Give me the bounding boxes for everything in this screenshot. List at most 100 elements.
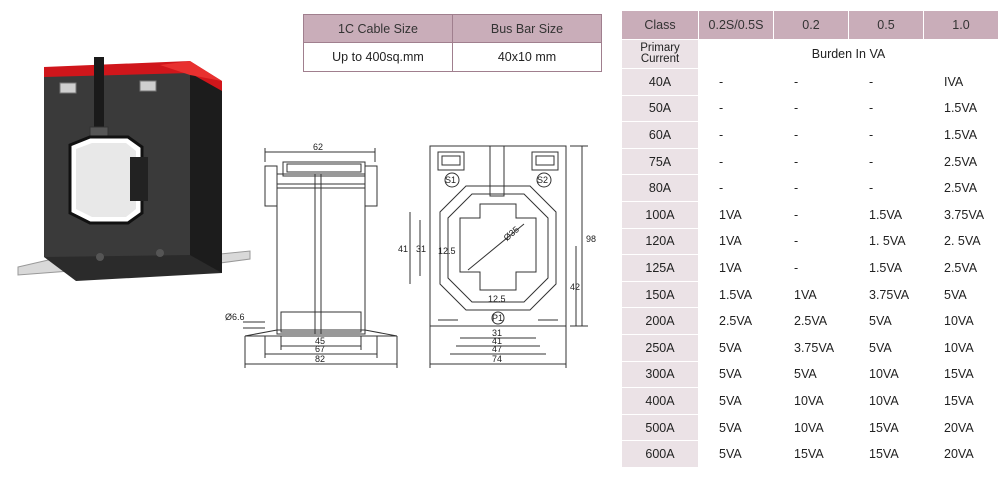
burden-cell: - — [773, 121, 849, 149]
header-1-0: 1.0 — [923, 10, 999, 40]
burden-cell: 5VA — [848, 307, 924, 335]
dim-45: 45 — [315, 336, 325, 346]
burden-cell: 1VA — [698, 200, 774, 229]
burden-cell: 1VA — [773, 280, 849, 309]
burden-cell: 1VA — [698, 254, 774, 282]
current-cell: 600A — [621, 440, 699, 468]
busbar-size-value: 40x10 mm — [452, 42, 602, 72]
current-cell: 100A — [621, 200, 699, 229]
burden-cell: 2.5VA — [923, 147, 999, 176]
dim-74: 74 — [492, 354, 502, 364]
burden-cell: - — [848, 174, 924, 202]
burden-cell: 5VA — [923, 280, 999, 309]
burden-cell: 5VA — [698, 387, 774, 415]
burden-cell: 15VA — [848, 413, 924, 442]
dim-12-5-left: 12.5 — [438, 246, 456, 256]
burden-cell: - — [773, 94, 849, 123]
table-row: 80A---2.5VA — [621, 174, 999, 202]
table-row: 60A---1.5VA — [621, 121, 999, 149]
burden-cell: 2.5VA — [773, 307, 849, 335]
burden-cell: - — [698, 147, 774, 176]
dim-41-left: 41 — [398, 244, 408, 254]
current-cell: 300A — [621, 360, 699, 389]
dim-67: 67 — [315, 344, 325, 354]
burden-cell: 1. 5VA — [848, 227, 924, 256]
burden-cell: 5VA — [698, 360, 774, 389]
table-row: 75A---2.5VA — [621, 147, 999, 176]
burden-cell: - — [773, 68, 849, 96]
current-cell: 60A — [621, 121, 699, 149]
terminal-s1: S1 — [445, 175, 456, 185]
burden-cell: - — [773, 174, 849, 202]
burden-cell: 5VA — [698, 440, 774, 468]
burden-cell: 10VA — [923, 307, 999, 335]
current-cell: 80A — [621, 174, 699, 202]
dim-31-bottom: 31 — [492, 328, 502, 338]
burden-cell: 3.75VA — [923, 200, 999, 229]
burden-cell: - — [698, 121, 774, 149]
burden-cell: - — [773, 200, 849, 229]
burden-cell: 1.5VA — [848, 254, 924, 282]
burden-cell: 1.5VA — [923, 121, 999, 149]
burden-cell: 1.5VA — [698, 280, 774, 309]
burden-cell: 5VA — [698, 333, 774, 362]
cable-size-table: 1C Cable Size Bus Bar Size Up to 400sq.m… — [303, 14, 602, 72]
current-cell: 500A — [621, 413, 699, 442]
burden-cell: 10VA — [848, 360, 924, 389]
table-row: 40A---IVA — [621, 68, 999, 96]
burden-cell: 5VA — [773, 360, 849, 389]
burden-cell: 20VA — [923, 413, 999, 442]
burden-cell: 3.75VA — [848, 280, 924, 309]
current-cell: 40A — [621, 68, 699, 96]
terminal-p1: P1 — [492, 313, 503, 323]
header-0-5: 0.5 — [848, 10, 924, 40]
burden-cell: - — [698, 68, 774, 96]
burden-cell: 10VA — [773, 387, 849, 415]
header-cable-size: 1C Cable Size — [303, 14, 453, 43]
dim-hole: Ø6.6 — [225, 312, 245, 322]
dim-62: 62 — [313, 142, 323, 152]
burden-cell: - — [848, 147, 924, 176]
current-cell: 250A — [621, 333, 699, 362]
burden-cell: 5VA — [698, 413, 774, 442]
dim-98: 98 — [586, 234, 596, 244]
burden-cell: - — [773, 147, 849, 176]
burden-cell: 10VA — [848, 387, 924, 415]
dim-82: 82 — [315, 354, 325, 364]
current-cell: 200A — [621, 307, 699, 335]
burden-cell: 2.5VA — [923, 254, 999, 282]
dim-12-5-bottom: 12.5 — [488, 294, 506, 304]
burden-unit-label: Burden In VA — [698, 39, 999, 69]
burden-cell: 3.75VA — [773, 333, 849, 362]
burden-cell: 1.5VA — [848, 200, 924, 229]
burden-cell: 2.5VA — [923, 174, 999, 202]
burden-cell: 2. 5VA — [923, 227, 999, 256]
burden-cell: 2.5VA — [698, 307, 774, 335]
burden-cell: - — [773, 227, 849, 256]
burden-table: Class 0.2S/0.5S 0.2 0.5 1.0 Primary Curr… — [621, 10, 999, 468]
burden-cell: 15VA — [923, 387, 999, 415]
burden-cell: - — [848, 94, 924, 123]
current-cell: 75A — [621, 147, 699, 176]
burden-cell: 5VA — [848, 333, 924, 362]
burden-cell: 15VA — [848, 440, 924, 468]
header-0-2: 0.2 — [773, 10, 849, 40]
burden-cell: - — [698, 174, 774, 202]
burden-cell: 1.5VA — [923, 94, 999, 123]
burden-cell: 15VA — [923, 360, 999, 389]
burden-cell: - — [698, 94, 774, 123]
dim-47: 47 — [492, 344, 502, 354]
current-cell: 150A — [621, 280, 699, 309]
burden-cell: 10VA — [773, 413, 849, 442]
dim-41-bottom: 41 — [492, 336, 502, 346]
dim-42: 42 — [570, 282, 580, 292]
current-cell: 50A — [621, 94, 699, 123]
